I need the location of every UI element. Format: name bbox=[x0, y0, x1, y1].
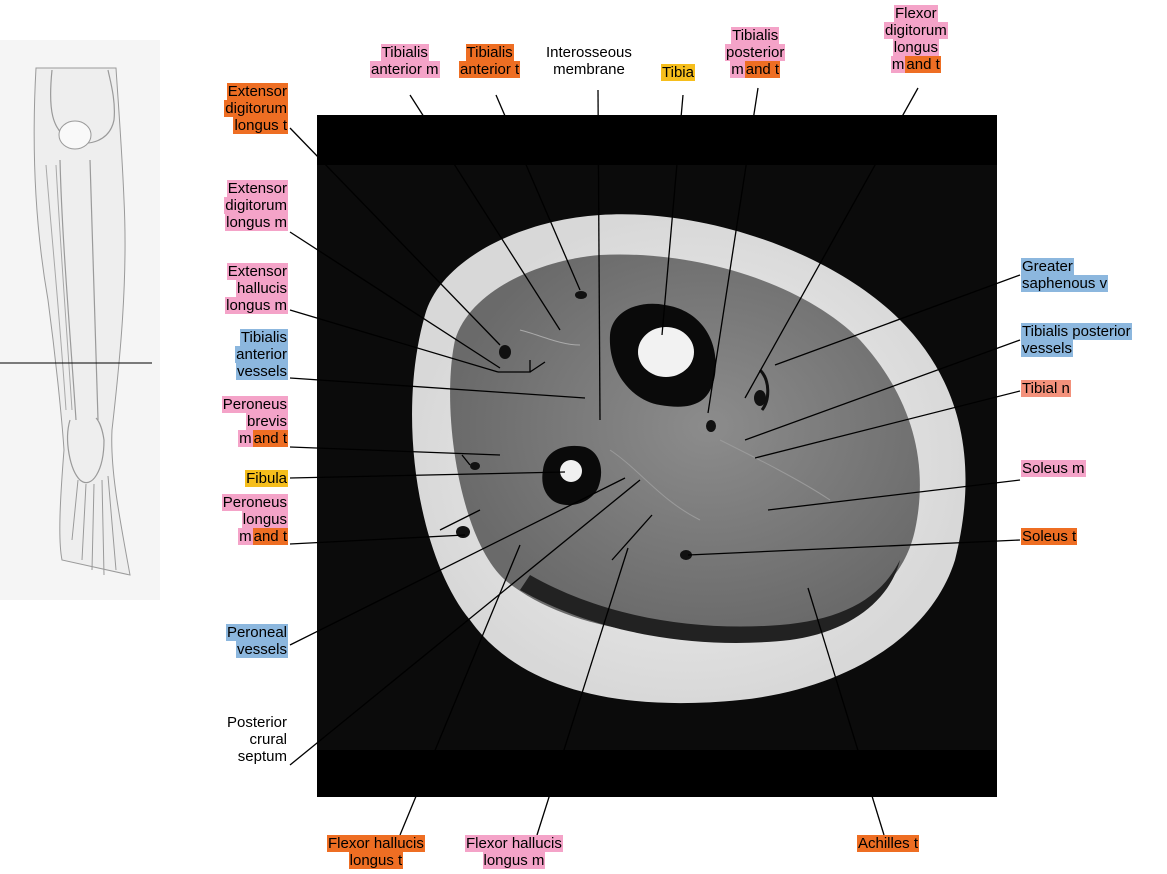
leg-reference-illustration bbox=[0, 40, 160, 600]
label-fibula: Fibula bbox=[245, 470, 288, 487]
mri-cross-section bbox=[317, 115, 997, 797]
label-tibial-n: Tibial n bbox=[1021, 380, 1071, 397]
label-extensor-digitorum-longus-t: Extensor digitorum longus t bbox=[224, 83, 288, 134]
tibia-marrow bbox=[638, 327, 694, 377]
label-soleus-m: Soleus m bbox=[1021, 460, 1086, 477]
label-extensor-digitorum-longus-m: Extensor digitorum longus m bbox=[224, 180, 288, 231]
label-tibia: Tibia bbox=[661, 64, 695, 81]
label-soleus-t: Soleus t bbox=[1021, 528, 1077, 545]
label-extensor-hallucis-longus-m: Extensor hallucis longus m bbox=[225, 263, 288, 314]
label-tibialis-anterior-t: Tibialis anterior t bbox=[459, 44, 520, 78]
label-tibialis-anterior-vessels: Tibialis anterior vessels bbox=[235, 329, 288, 380]
label-interosseous-membrane: Interosseous membrane bbox=[545, 44, 633, 78]
label-achilles-t: Achilles t bbox=[857, 835, 919, 852]
label-flexor-hallucis-longus-t: Flexor hallucis longus t bbox=[327, 835, 425, 869]
label-greater-saphenous-v: Greater saphenous v bbox=[1021, 258, 1108, 292]
label-tibialis-anterior-m: Tibialis anterior m bbox=[370, 44, 440, 78]
label-peroneal-vessels: Peroneal vessels bbox=[226, 624, 288, 658]
label-posterior-crural-septum: Posterior crural septum bbox=[226, 714, 288, 765]
fibula-marrow bbox=[560, 460, 582, 482]
label-flexor-hallucis-longus-m: Flexor hallucis longus m bbox=[465, 835, 563, 869]
label-tibialis-posterior-vessels: Tibialis posterior vessels bbox=[1021, 323, 1132, 357]
